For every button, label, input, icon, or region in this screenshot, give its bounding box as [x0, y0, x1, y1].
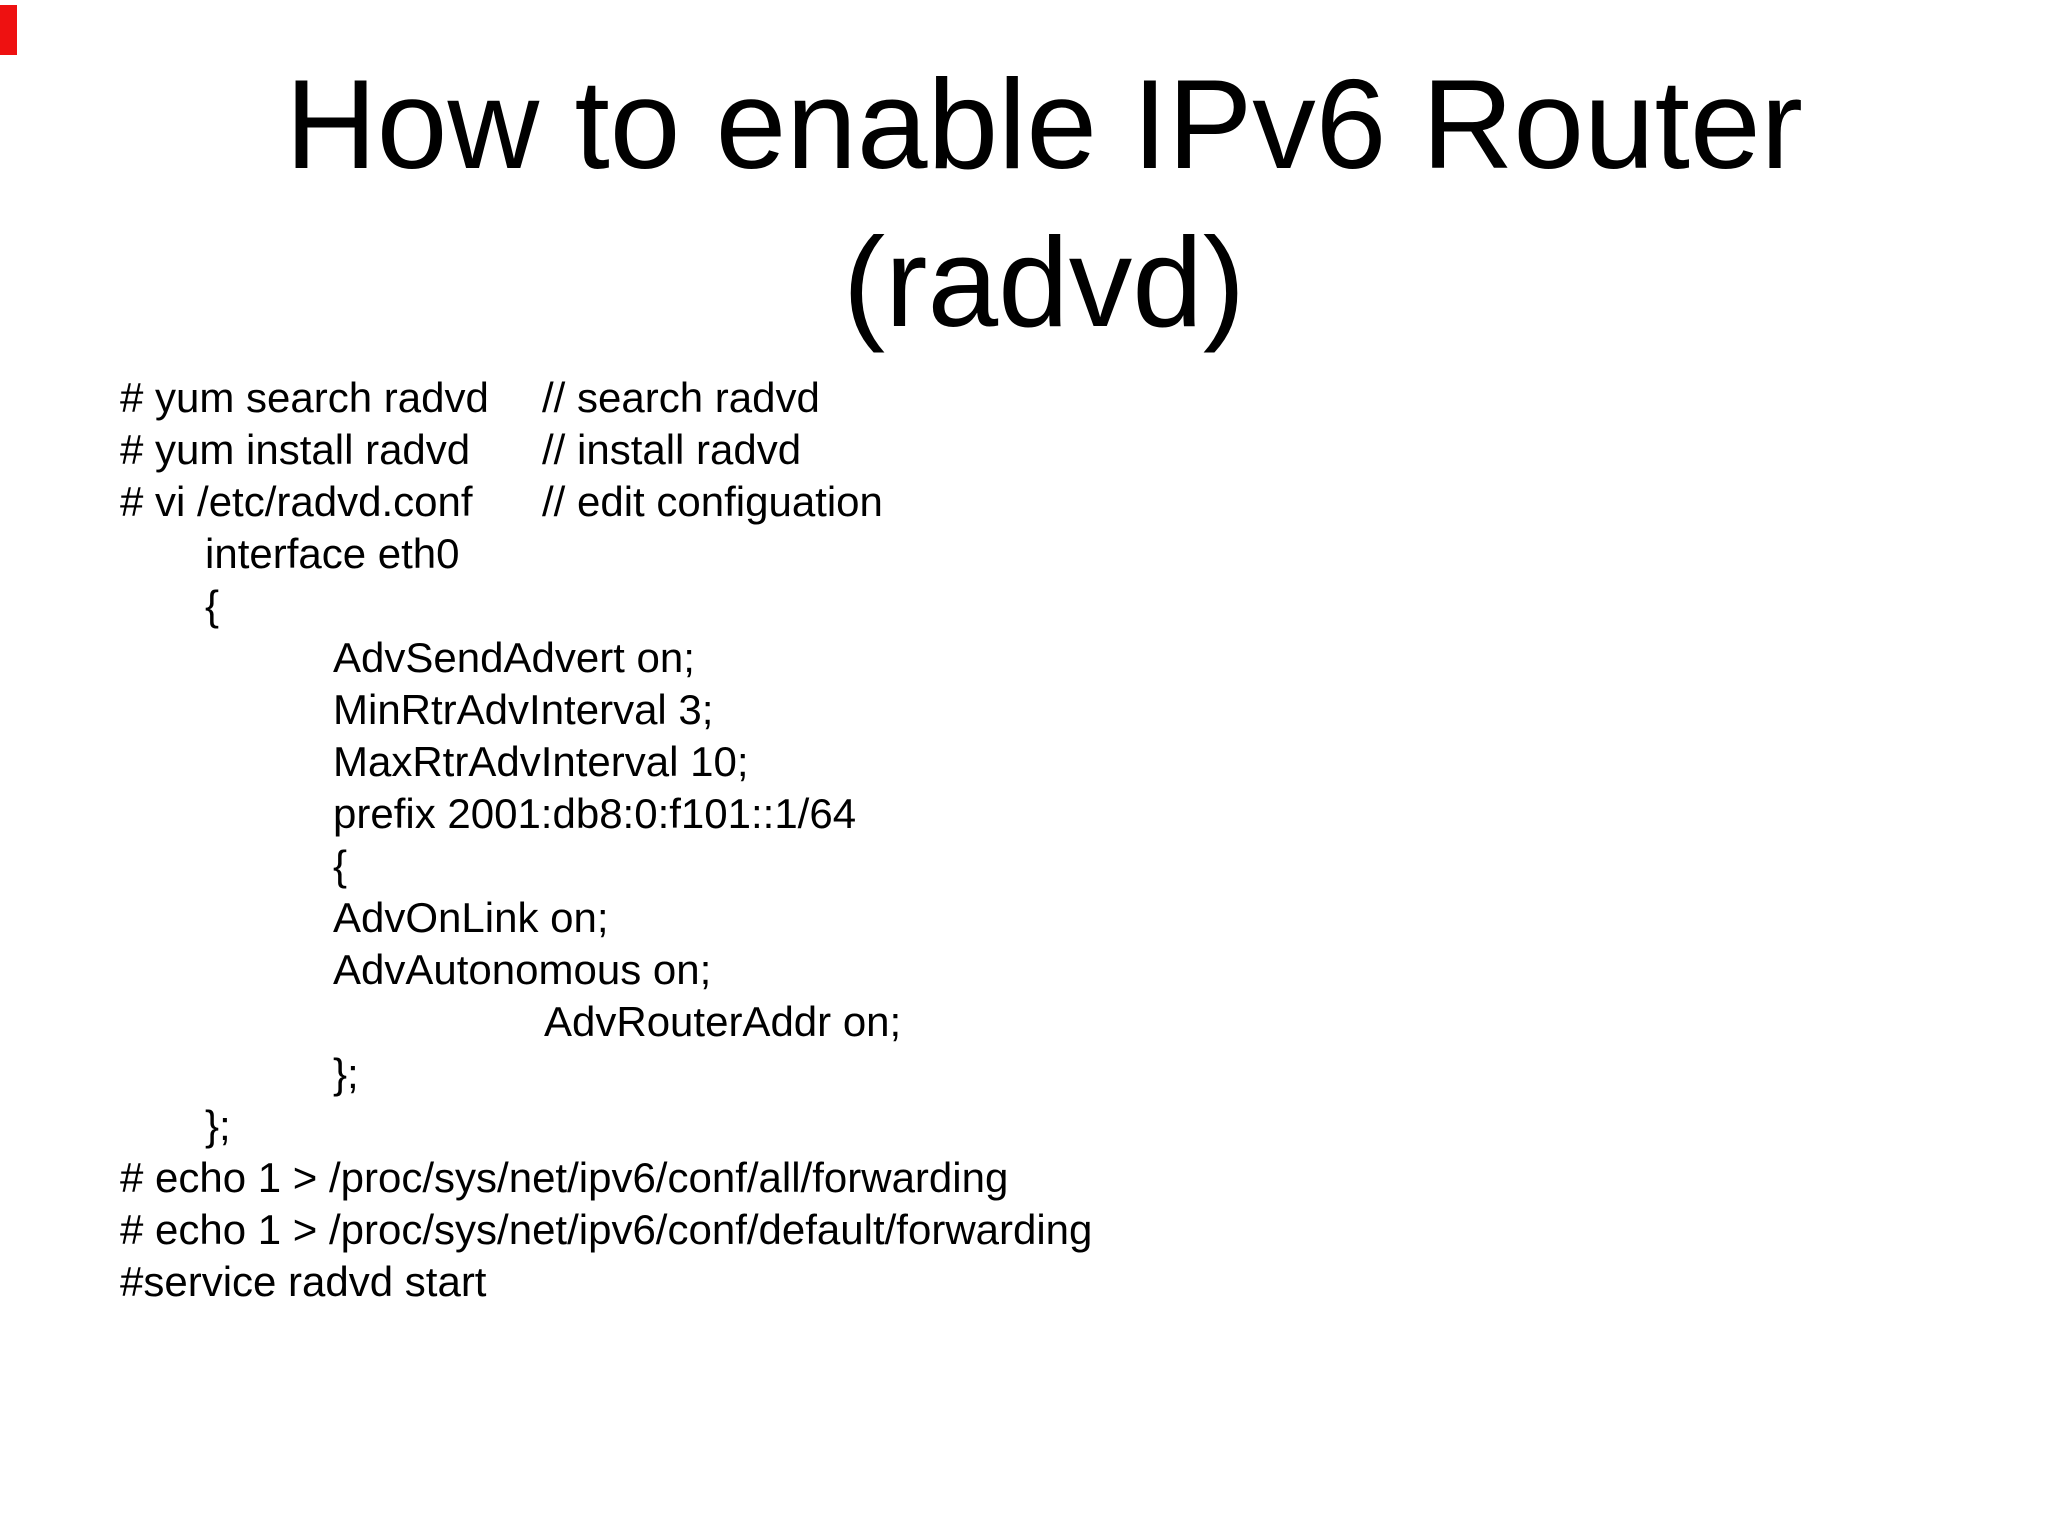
code-text: { [205, 582, 220, 629]
code-text: interface eth0 [205, 530, 460, 577]
code-text: #service radvd start [120, 1258, 487, 1305]
code-text: MaxRtrAdvInterval 10; [333, 738, 749, 785]
code-text: MinRtrAdvInterval 3; [333, 686, 714, 733]
code-text: AdvRouterAddr on; [544, 998, 902, 1045]
code-line: AdvOnLink on; [0, 892, 2048, 944]
code-text: }; [205, 1102, 231, 1149]
code-line: #service radvd start [0, 1256, 2048, 1308]
slide-title-line1: How to enable IPv6 Router [285, 53, 1803, 195]
code-text: AdvAutonomous on; [333, 946, 712, 993]
code-line: }; [0, 1100, 2048, 1152]
code-line: MinRtrAdvInterval 3; [0, 684, 2048, 736]
code-line: # vi /etc/radvd.conf // edit configuation [0, 476, 2048, 528]
code-comment: // install radvd [542, 426, 802, 473]
code-line: # yum install radvd // install radvd [0, 424, 2048, 476]
code-text: # echo 1 > /proc/sys/net/ipv6/conf/defau… [120, 1206, 1093, 1253]
code-line: AdvRouterAddr on; [0, 996, 2048, 1048]
code-line: interface eth0 [0, 528, 2048, 580]
red-marker [0, 5, 17, 55]
code-line: # echo 1 > /proc/sys/net/ipv6/conf/defau… [0, 1204, 2048, 1256]
code-comment: // edit configuation [542, 478, 883, 525]
code-text: }; [333, 1050, 359, 1097]
code-comment: // search radvd [542, 374, 820, 421]
code-line: MaxRtrAdvInterval 10; [0, 736, 2048, 788]
slide-title: How to enable IPv6 Router (radvd) [40, 45, 2048, 361]
code-text: # yum search radvd [120, 374, 489, 421]
code-line: }; [0, 1048, 2048, 1100]
code-line: # echo 1 > /proc/sys/net/ipv6/conf/all/f… [0, 1152, 2048, 1204]
code-text: { [333, 842, 348, 889]
slide-title-line2: (radvd) [842, 211, 1246, 353]
code-text: # echo 1 > /proc/sys/net/ipv6/conf/all/f… [120, 1154, 1009, 1201]
code-text: AdvSendAdvert on; [333, 634, 695, 681]
code-text: # yum install radvd [120, 426, 471, 473]
code-line: prefix 2001:db8:0:f101::1/64 [0, 788, 2048, 840]
code-line: { [0, 840, 2048, 892]
code-block: # yum search radvd// search radvd# yum i… [0, 372, 2048, 1308]
code-line: # yum search radvd // search radvd [0, 372, 2048, 424]
code-text: AdvOnLink on; [333, 894, 609, 941]
code-line: { [0, 580, 2048, 632]
code-text: prefix 2001:db8:0:f101::1/64 [333, 790, 857, 837]
code-line: AdvSendAdvert on; [0, 632, 2048, 684]
code-line: AdvAutonomous on; [0, 944, 2048, 996]
code-text: # vi /etc/radvd.conf [120, 478, 473, 525]
